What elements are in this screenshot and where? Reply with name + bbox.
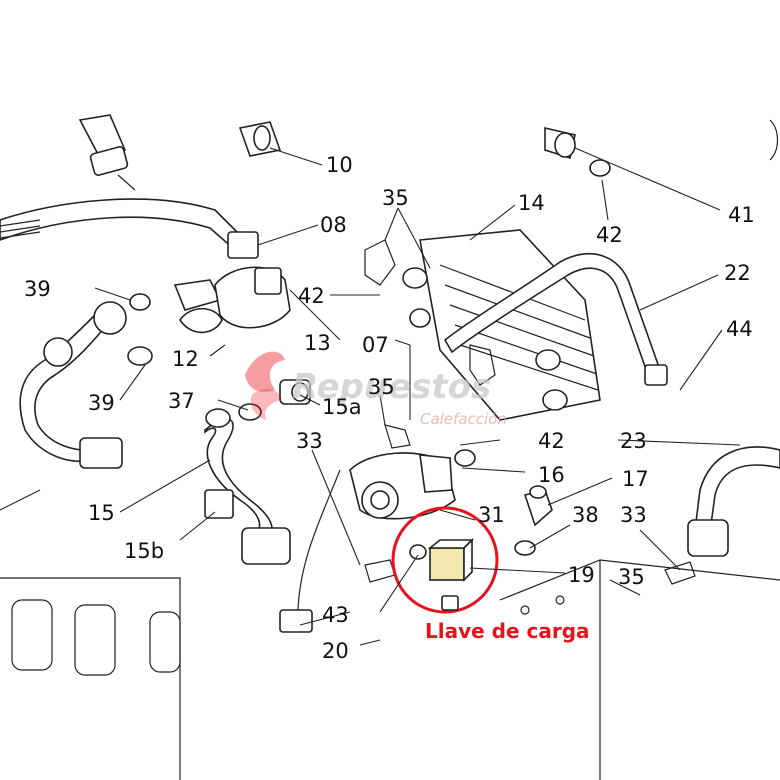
callout-31: 31 — [478, 503, 505, 527]
part-43 — [279, 469, 341, 633]
filling-valve-highlight: Llave de carga — [391, 506, 590, 643]
watermark: Repuestos Calefacción — [245, 351, 507, 428]
leader-lines — [0, 147, 741, 646]
callout-42-mid: 42 — [298, 284, 325, 308]
callout-39-top: 39 — [24, 277, 51, 301]
callout-35-top: 35 — [382, 186, 409, 210]
callout-07: 07 — [362, 333, 389, 357]
callout-labels: 10 08 35 14 41 42 39 42 22 13 07 44 12 3… — [24, 153, 755, 663]
part-41 — [544, 119, 779, 177]
callout-20: 20 — [322, 639, 349, 663]
callout-22: 22 — [724, 261, 751, 285]
part-10 — [238, 121, 282, 157]
callout-13: 13 — [304, 331, 331, 355]
callout-16: 16 — [538, 463, 565, 487]
callout-35-bottom: 35 — [618, 565, 645, 589]
callout-15b: 15b — [124, 539, 164, 563]
highlight-circle — [391, 506, 499, 614]
gaskets — [364, 239, 696, 585]
highlight-caption: Llave de carga — [425, 619, 590, 643]
callout-37: 37 — [168, 389, 195, 413]
callout-14: 14 — [518, 191, 545, 215]
callout-17: 17 — [622, 467, 649, 491]
watermark-brand: Repuestos — [292, 367, 491, 407]
callout-44: 44 — [726, 317, 753, 341]
pipe-left — [19, 293, 153, 469]
pipe-15 — [204, 403, 291, 565]
wiring-harness — [0, 198, 259, 259]
callout-43: 43 — [322, 603, 349, 627]
sensor-assembly — [173, 266, 291, 334]
callout-23: 23 — [620, 429, 647, 453]
callout-35-mid: 35 — [368, 375, 395, 399]
pipe-22 — [443, 253, 668, 386]
callout-33-left: 33 — [296, 429, 323, 453]
callout-42-bottom: 42 — [538, 429, 565, 453]
pipe-23 — [687, 446, 780, 557]
part-16 — [349, 449, 476, 520]
callout-19: 19 — [568, 563, 595, 587]
part-17 — [514, 485, 553, 556]
watermark-flame-icon — [245, 351, 285, 420]
panel-bottom-left — [0, 577, 181, 780]
callout-39-bottom: 39 — [88, 391, 115, 415]
connector-top-left — [78, 114, 136, 191]
callout-42-top: 42 — [596, 223, 623, 247]
callout-33-right: 33 — [620, 503, 647, 527]
part-15b — [204, 489, 234, 519]
callout-15: 15 — [88, 501, 115, 525]
filling-valve-part — [429, 547, 465, 581]
frame-bottom — [499, 559, 780, 780]
callout-15a: 15a — [322, 395, 362, 419]
callout-08: 08 — [320, 213, 347, 237]
callout-12: 12 — [172, 347, 199, 371]
callout-10: 10 — [326, 153, 353, 177]
watermark-sub: Calefacción — [420, 410, 507, 428]
callout-38: 38 — [572, 503, 599, 527]
callout-41: 41 — [728, 203, 755, 227]
